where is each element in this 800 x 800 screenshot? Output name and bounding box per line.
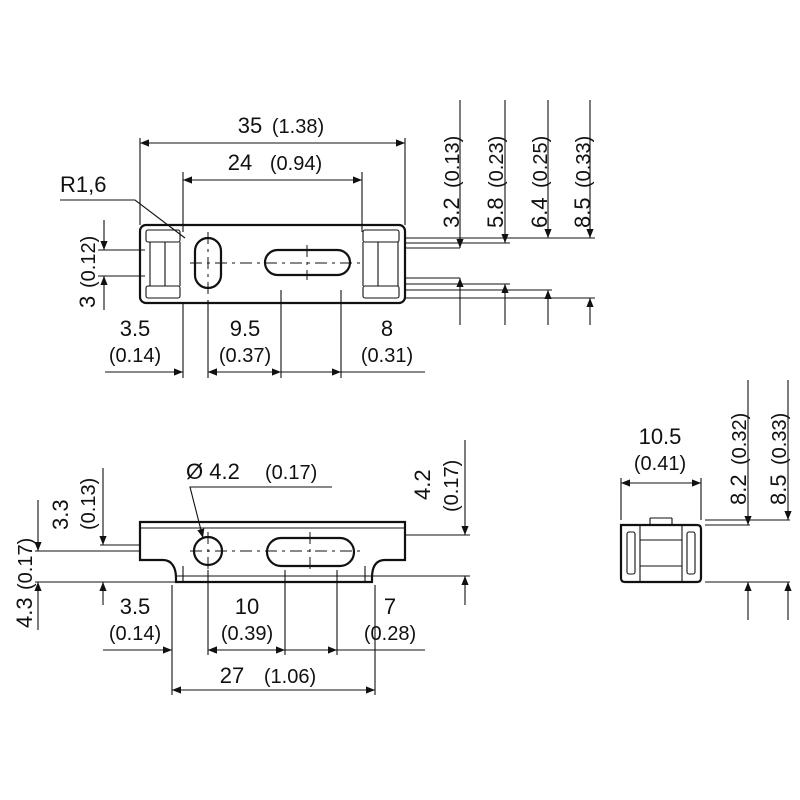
top-view-left-clip: [145, 229, 181, 299]
dim-right-3-value: 6.4: [527, 197, 552, 228]
dim-total-width-inch: (1.06): [264, 666, 316, 688]
dim-front-bottom-1-value: 3.5: [120, 594, 151, 619]
dim-front-bottom-3-inch: (0.28): [364, 623, 416, 645]
dim-left-height-inch: (0.12): [78, 236, 100, 288]
dim-top-bottom-3-value: 8: [381, 316, 393, 341]
dim-overall-width-value: 35: [238, 113, 262, 138]
dim-right-1-inch: (0.13): [442, 136, 464, 188]
dim-top-bottom-1-inch: (0.14): [109, 345, 161, 367]
dim-hole-diameter-value: Ø 4.2: [186, 459, 240, 484]
dim-front-left-1-inch: (0.17): [15, 538, 37, 590]
dim-front-left-1-value: 4.3: [12, 597, 37, 628]
dim-top-bottom-2-value: 9.5: [230, 316, 261, 341]
side-view-body-outline: [619, 523, 703, 584]
dim-front-bottom-2-value: 10: [235, 594, 259, 619]
dim-front-bottom-2-inch: (0.39): [221, 623, 273, 645]
dim-side-height-1-inch: (0.32): [729, 413, 751, 465]
dim-side-width-inch: (0.41): [634, 453, 686, 475]
top-view: 35 (1.38) 24 (0.94) R1,6 3 (0.12) 3.5 (0…: [60, 100, 595, 378]
dim-right-1-value: 3.2: [439, 197, 464, 228]
dim-radius: R1,6: [60, 172, 106, 197]
hole-diameter-leader: [189, 486, 332, 539]
side-view: 10.5 (0.41) 8.2 (0.32) 8.5 (0.33): [619, 380, 792, 620]
dim-front-left-2-inch: (0.13): [78, 478, 100, 530]
dim-overall-width-inch: (1.38): [272, 116, 324, 138]
dim-right-4-value: 8.5: [570, 197, 595, 228]
dim-front-right-inch: (0.17): [441, 460, 463, 512]
dim-total-width-value: 27: [220, 663, 244, 688]
dim-top-bottom-1-value: 3.5: [120, 316, 151, 341]
dim-front-right-value: 4.2: [410, 469, 435, 500]
dim-front-bottom-1-inch: (0.14): [109, 623, 161, 645]
front-view-body-outline: [138, 520, 407, 584]
top-view-body-outline: [138, 223, 407, 305]
top-view-right-clip: [362, 229, 400, 299]
dim-side-height-1-value: 8.2: [726, 474, 751, 505]
front-view: Ø 4.2 (0.17) 4.3 (0.17) 3.3 (0.13) 4.2 (…: [12, 440, 470, 695]
dim-front-left-2-value: 3.3: [48, 499, 73, 530]
radius-leader: [60, 199, 186, 239]
dim-side-width-value: 10.5: [639, 424, 682, 449]
dim-hole-diameter-inch: (0.17): [265, 462, 317, 484]
dim-top-bottom-3-inch: (0.31): [361, 345, 413, 367]
dim-left-height-value: 3: [75, 296, 100, 308]
dim-front-bottom-3-value: 7: [384, 594, 396, 619]
dim-right-2-inch: (0.23): [486, 136, 508, 188]
dim-side-height-2-inch: (0.33): [769, 413, 791, 465]
dim-right-2-value: 5.8: [483, 197, 508, 228]
dim-hole-spacing-inch: (0.94): [270, 153, 322, 175]
dim-top-bottom-2-inch: (0.37): [219, 345, 271, 367]
dim-hole-spacing-value: 24: [228, 150, 252, 175]
dim-right-4-inch: (0.33): [573, 136, 595, 188]
dim-right-3-inch: (0.25): [530, 136, 552, 188]
dim-side-height-2-value: 8.5: [766, 474, 791, 505]
